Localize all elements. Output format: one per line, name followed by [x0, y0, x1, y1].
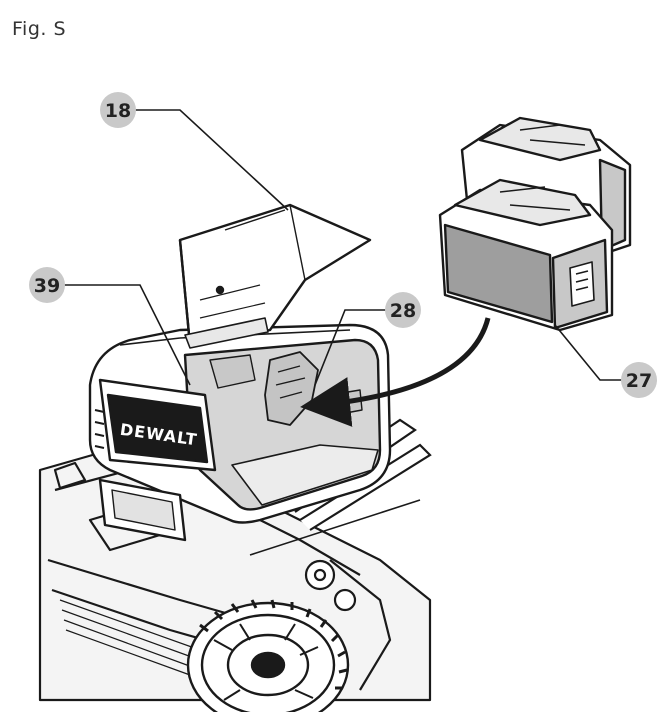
callout-number: 18: [105, 100, 131, 122]
leader-line: [64, 284, 191, 386]
leader-line: [314, 309, 386, 386]
insertion-arrow: [300, 317, 491, 427]
callout-27: 27: [554, 324, 657, 398]
callout-18: 18: [100, 92, 289, 211]
callout-39: 39: [29, 267, 191, 386]
figure-title: Fig. S: [12, 18, 67, 40]
battery-pack-front: [438, 178, 614, 332]
callout-circle: [100, 92, 136, 128]
callout-28: 28: [314, 292, 421, 386]
callout-number: 27: [626, 370, 652, 392]
callout-number: 39: [34, 275, 60, 297]
rear-wheel: [186, 599, 350, 712]
callout-circle: [385, 292, 421, 328]
callout-circle: [621, 362, 657, 398]
battery-compartment-lid: [178, 203, 372, 349]
callout-number: 28: [390, 300, 416, 322]
leader-line: [554, 324, 622, 381]
leader-line: [135, 109, 289, 211]
callout-circle: [29, 267, 65, 303]
